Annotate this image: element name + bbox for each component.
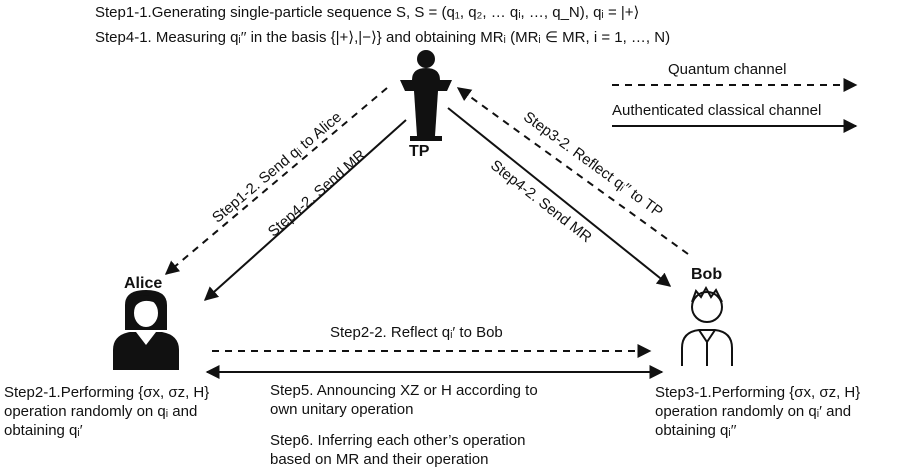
bob-op-line1: Step3-1.Performing {σx, σz, H} bbox=[655, 384, 861, 401]
edge-step1-2 bbox=[164, 87, 388, 275]
edge-step3-2 bbox=[456, 87, 689, 255]
alice-op-line3: obtaining qᵢ′ bbox=[4, 422, 83, 439]
tp-icon bbox=[400, 50, 452, 141]
edge-step4-2-bob bbox=[447, 107, 672, 287]
bob-label: Bob bbox=[691, 266, 723, 283]
step5-line2: own unitary operation bbox=[270, 401, 414, 418]
bob-op-line2: operation randomly on qᵢ′ and bbox=[655, 403, 852, 420]
step1-1-text: Step1-1.Generating single-particle seque… bbox=[95, 4, 640, 21]
alice-icon bbox=[113, 290, 179, 370]
bob-op-line3: obtaining qᵢ′′ bbox=[655, 422, 737, 439]
step6-text: Step6. Inferring each other’s operation … bbox=[270, 431, 525, 469]
step5-line1: Step5. Announcing XZ or H according to bbox=[270, 382, 538, 399]
bob-icon bbox=[681, 285, 733, 366]
alice-label: Alice bbox=[124, 275, 163, 292]
legend-classical-label: Authenticated classical channel bbox=[612, 102, 822, 119]
tp-label: TP bbox=[409, 143, 430, 160]
bob-operation-text: Step3-1.Performing {σx, σz, H} operation… bbox=[655, 383, 860, 440]
alice-op-line2: operation randomly on qᵢ and bbox=[4, 403, 198, 420]
alice-operation-text: Step2-1.Performing {σx, σz, H} operation… bbox=[4, 383, 209, 440]
edge-step4-2-alice bbox=[203, 119, 407, 301]
step6-line2: based on MR and their operation bbox=[270, 451, 489, 468]
alice-op-line1: Step2-1.Performing {σx, σz, H} bbox=[4, 384, 210, 401]
step2-2-label: Step2-2. Reflect qᵢ′ to Bob bbox=[330, 324, 503, 341]
legend-quantum-label: Quantum channel bbox=[668, 61, 787, 78]
step5-text: Step5. Announcing XZ or H according to o… bbox=[270, 381, 538, 419]
step6-line1: Step6. Inferring each other’s operation bbox=[270, 432, 526, 449]
step4-1-text: Step4-1. Measuring qᵢ′′ in the basis {|+… bbox=[95, 29, 671, 46]
